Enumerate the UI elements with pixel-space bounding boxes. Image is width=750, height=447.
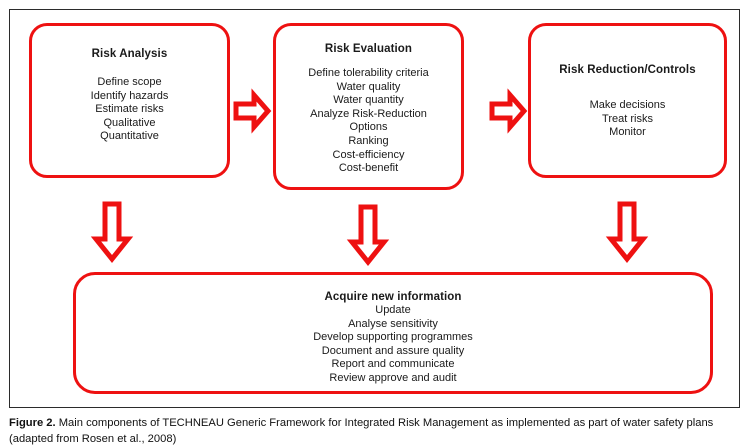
- box-line: Make decisions: [589, 99, 666, 111]
- box-line: Review approve and audit: [329, 371, 457, 384]
- box-lines-risk-analysis: Define scope Identify hazards Estimate r…: [32, 76, 227, 144]
- box-lines-risk-reduction-controls: Make decisions Treat risks Monitor: [531, 99, 724, 140]
- process-box-risk-evaluation: Risk Evaluation Define tolerability crit…: [273, 23, 464, 190]
- box-line: Water quality: [336, 80, 401, 93]
- box-line: Ranking: [348, 134, 389, 147]
- box-line: Treat risks: [602, 112, 653, 125]
- box-line: Cost-efficiency: [332, 148, 405, 161]
- box-title-risk-evaluation: Risk Evaluation: [324, 43, 413, 55]
- box-line: Update: [375, 304, 411, 316]
- box-line: Report and communicate: [331, 358, 455, 371]
- box-line: Options: [349, 121, 388, 134]
- figure-frame: Risk Analysis Define scope Identify haza…: [9, 9, 740, 408]
- box-title-risk-analysis: Risk Analysis: [91, 48, 168, 60]
- figure-caption-text: Main components of TECHNEAU Generic Fram…: [9, 417, 714, 445]
- box-line: Estimate risks: [95, 103, 164, 116]
- box-line: Water quantity: [333, 94, 404, 107]
- box-line: Analyse sensitivity: [348, 317, 438, 330]
- figure-caption-label: Figure 2.: [9, 417, 56, 429]
- box-line: Cost-benefit: [338, 162, 399, 175]
- box-lines-acquire-new-information: Update Analyse sensitivity Develop suppo…: [76, 304, 710, 386]
- box-line: Quantitative: [100, 130, 159, 143]
- arrow-down-icon-analysis-to-acquire: [90, 201, 134, 264]
- box-title-risk-reduction-controls: Risk Reduction/Controls: [559, 64, 696, 76]
- box-line: Monitor: [609, 126, 646, 139]
- box-line: Define tolerability criteria: [308, 67, 429, 79]
- box-line: Analyze Risk-Reduction: [310, 107, 427, 120]
- arrow-down-icon-evaluation-to-acquire: [346, 204, 390, 267]
- box-lines-risk-evaluation: Define tolerability criteria Water quali…: [276, 67, 461, 176]
- box-line: Develop supporting programmes: [313, 331, 473, 344]
- figure-caption: Figure 2. Main components of TECHNEAU Ge…: [9, 416, 745, 447]
- box-line: Define scope: [97, 76, 162, 88]
- box-line: Identify hazards: [90, 89, 169, 102]
- arrow-right-icon-evaluation-to-reduction: [489, 88, 528, 134]
- box-line: Document and assure quality: [321, 344, 465, 357]
- arrow-right-icon-analysis-to-evaluation: [233, 88, 272, 134]
- process-box-acquire-new-information: Acquire new information Update Analyse s…: [73, 272, 713, 394]
- box-title-acquire-new-information: Acquire new information: [324, 291, 462, 303]
- arrow-down-icon-reduction-to-acquire: [605, 201, 649, 264]
- process-box-risk-analysis: Risk Analysis Define scope Identify haza…: [29, 23, 230, 178]
- box-line: Qualitative: [103, 116, 156, 129]
- process-box-risk-reduction-controls: Risk Reduction/Controls Make decisions T…: [528, 23, 727, 178]
